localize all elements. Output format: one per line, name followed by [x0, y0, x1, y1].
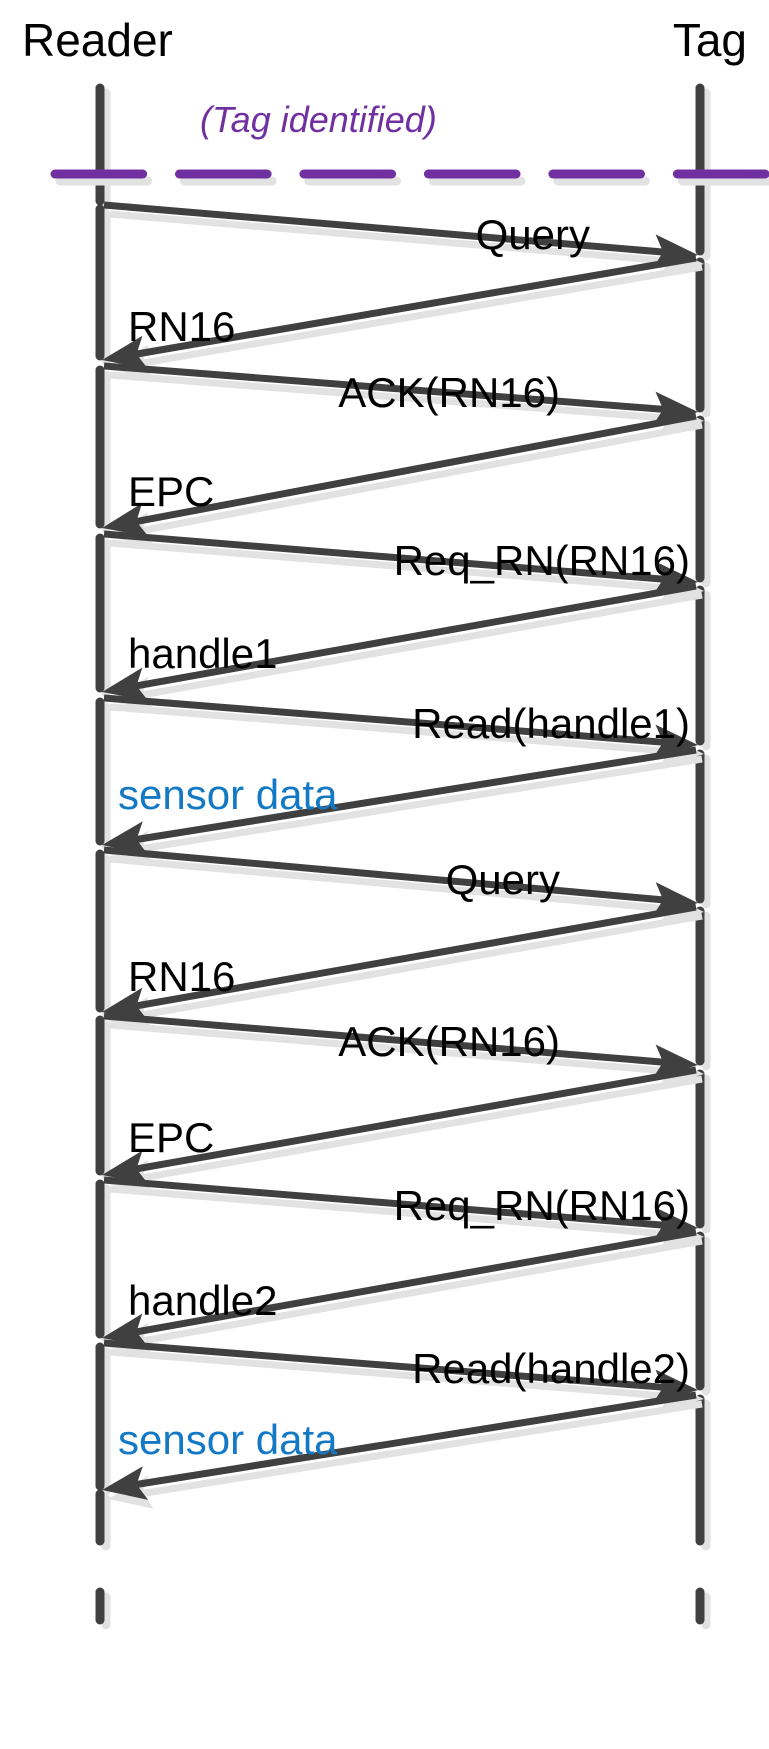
message-label: handle1	[128, 630, 277, 677]
message-label: ACK(RN16)	[338, 369, 560, 416]
lifelines-layer	[95, 83, 711, 1630]
message-label: ACK(RN16)	[338, 1018, 560, 1065]
messages-layer	[102, 201, 704, 1509]
message-arrow	[102, 1228, 697, 1348]
reader-lifeline	[95, 83, 111, 1630]
message-arrow	[102, 746, 697, 855]
message-arrow-shadow	[109, 855, 704, 926]
message-label: Query	[446, 856, 560, 903]
message-arrow	[103, 1176, 698, 1242]
message-label: RN16	[128, 303, 235, 350]
message-arrow	[103, 1012, 698, 1079]
message-label: sensor data	[118, 1416, 338, 1463]
tag-lifeline	[695, 83, 711, 1630]
message-arrow	[102, 254, 697, 370]
message-arrow	[102, 1066, 697, 1185]
message-arrow	[103, 530, 698, 596]
message-arrow	[103, 694, 698, 759]
message-label: Read(handle2)	[412, 1345, 690, 1392]
message-label: Req_RN(RN16)	[394, 1182, 690, 1229]
message-label: Req_RN(RN16)	[394, 537, 690, 584]
message-arrow	[103, 846, 698, 917]
note-tag-identified: (Tag identified)	[200, 99, 437, 140]
message-label: sensor data	[118, 771, 338, 818]
message-arrow	[103, 201, 698, 269]
actor-label-reader: Reader	[22, 14, 173, 66]
tag-identified-separator	[50, 169, 769, 186]
message-arrow	[103, 1339, 698, 1404]
message-label: Query	[476, 211, 590, 258]
message-label: EPC	[128, 1114, 214, 1161]
message-arrow	[103, 362, 698, 426]
message-arrow	[102, 412, 697, 537]
message-label: RN16	[128, 953, 235, 1000]
message-label: Read(handle1)	[412, 700, 690, 747]
message-arrow	[102, 1391, 697, 1500]
message-labels-layer: QueryRN16ACK(RN16)EPCReq_RN(RN16)handle1…	[118, 211, 690, 1463]
actor-label-tag: Tag	[673, 14, 747, 66]
message-arrow	[102, 903, 697, 1022]
message-label: handle2	[128, 1277, 277, 1324]
message-arrow	[102, 582, 697, 702]
message-label: EPC	[128, 468, 214, 515]
